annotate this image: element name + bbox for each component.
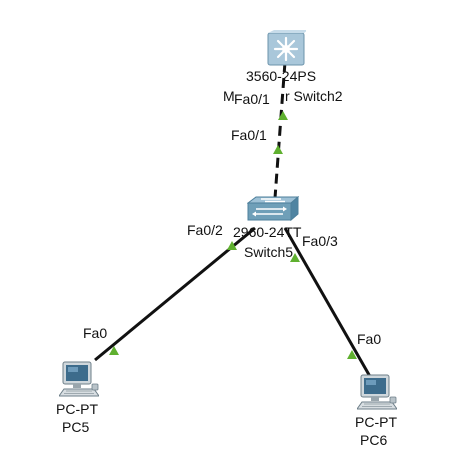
pc6-name-label: PC6: [360, 432, 388, 448]
link-status-up-indicator: [347, 350, 357, 359]
pc5-name-label: PC5: [62, 419, 90, 435]
switch-icon: [246, 195, 300, 222]
port-label-switch5-fa0-1: Fa0/1: [231, 127, 267, 143]
pc-icon: [356, 374, 398, 410]
link-status-up-indicator: [227, 241, 237, 250]
link-status-up-indicator: [109, 346, 119, 355]
switch-model-label: 2960-24TT: [233, 224, 302, 240]
port-label-switch5-fa0-3: Fa0/3: [302, 233, 338, 249]
multilayer-switch-name-right-fragment: r Switch2: [285, 88, 343, 104]
link-switch5-to-pc6[interactable]: [283, 227, 374, 381]
multilayer-switch-name-left-fragment: M: [223, 88, 235, 104]
port-label-switch5-fa0-2: Fa0/2: [187, 222, 223, 238]
link-multilayer-to-switch5[interactable]: [273, 61, 287, 199]
link-status-up-indicator: [290, 253, 300, 262]
pc6-model-label: PC-PT: [355, 414, 397, 430]
multilayer-switch-model-label: 3560-24PS: [246, 68, 317, 84]
pc5-model-label: PC-PT: [56, 401, 98, 417]
switch-device[interactable]: [246, 195, 300, 222]
multilayer-switch-device[interactable]: [266, 29, 308, 67]
port-label-multilayer-fa0-1: Fa0/1: [234, 91, 270, 107]
pc-device-pc5[interactable]: [58, 360, 100, 398]
link-status-up-indicator: [278, 111, 288, 120]
link-status-up-indicator: [273, 145, 283, 154]
pc-device-pc6[interactable]: [356, 373, 398, 411]
port-label-pc6-fa0: Fa0: [357, 331, 382, 347]
switch-name-label: Switch5: [244, 244, 294, 260]
multilayer-switch-icon: [267, 30, 308, 66]
port-label-pc5-fa0: Fa0: [83, 325, 108, 341]
pc-icon: [58, 361, 100, 397]
